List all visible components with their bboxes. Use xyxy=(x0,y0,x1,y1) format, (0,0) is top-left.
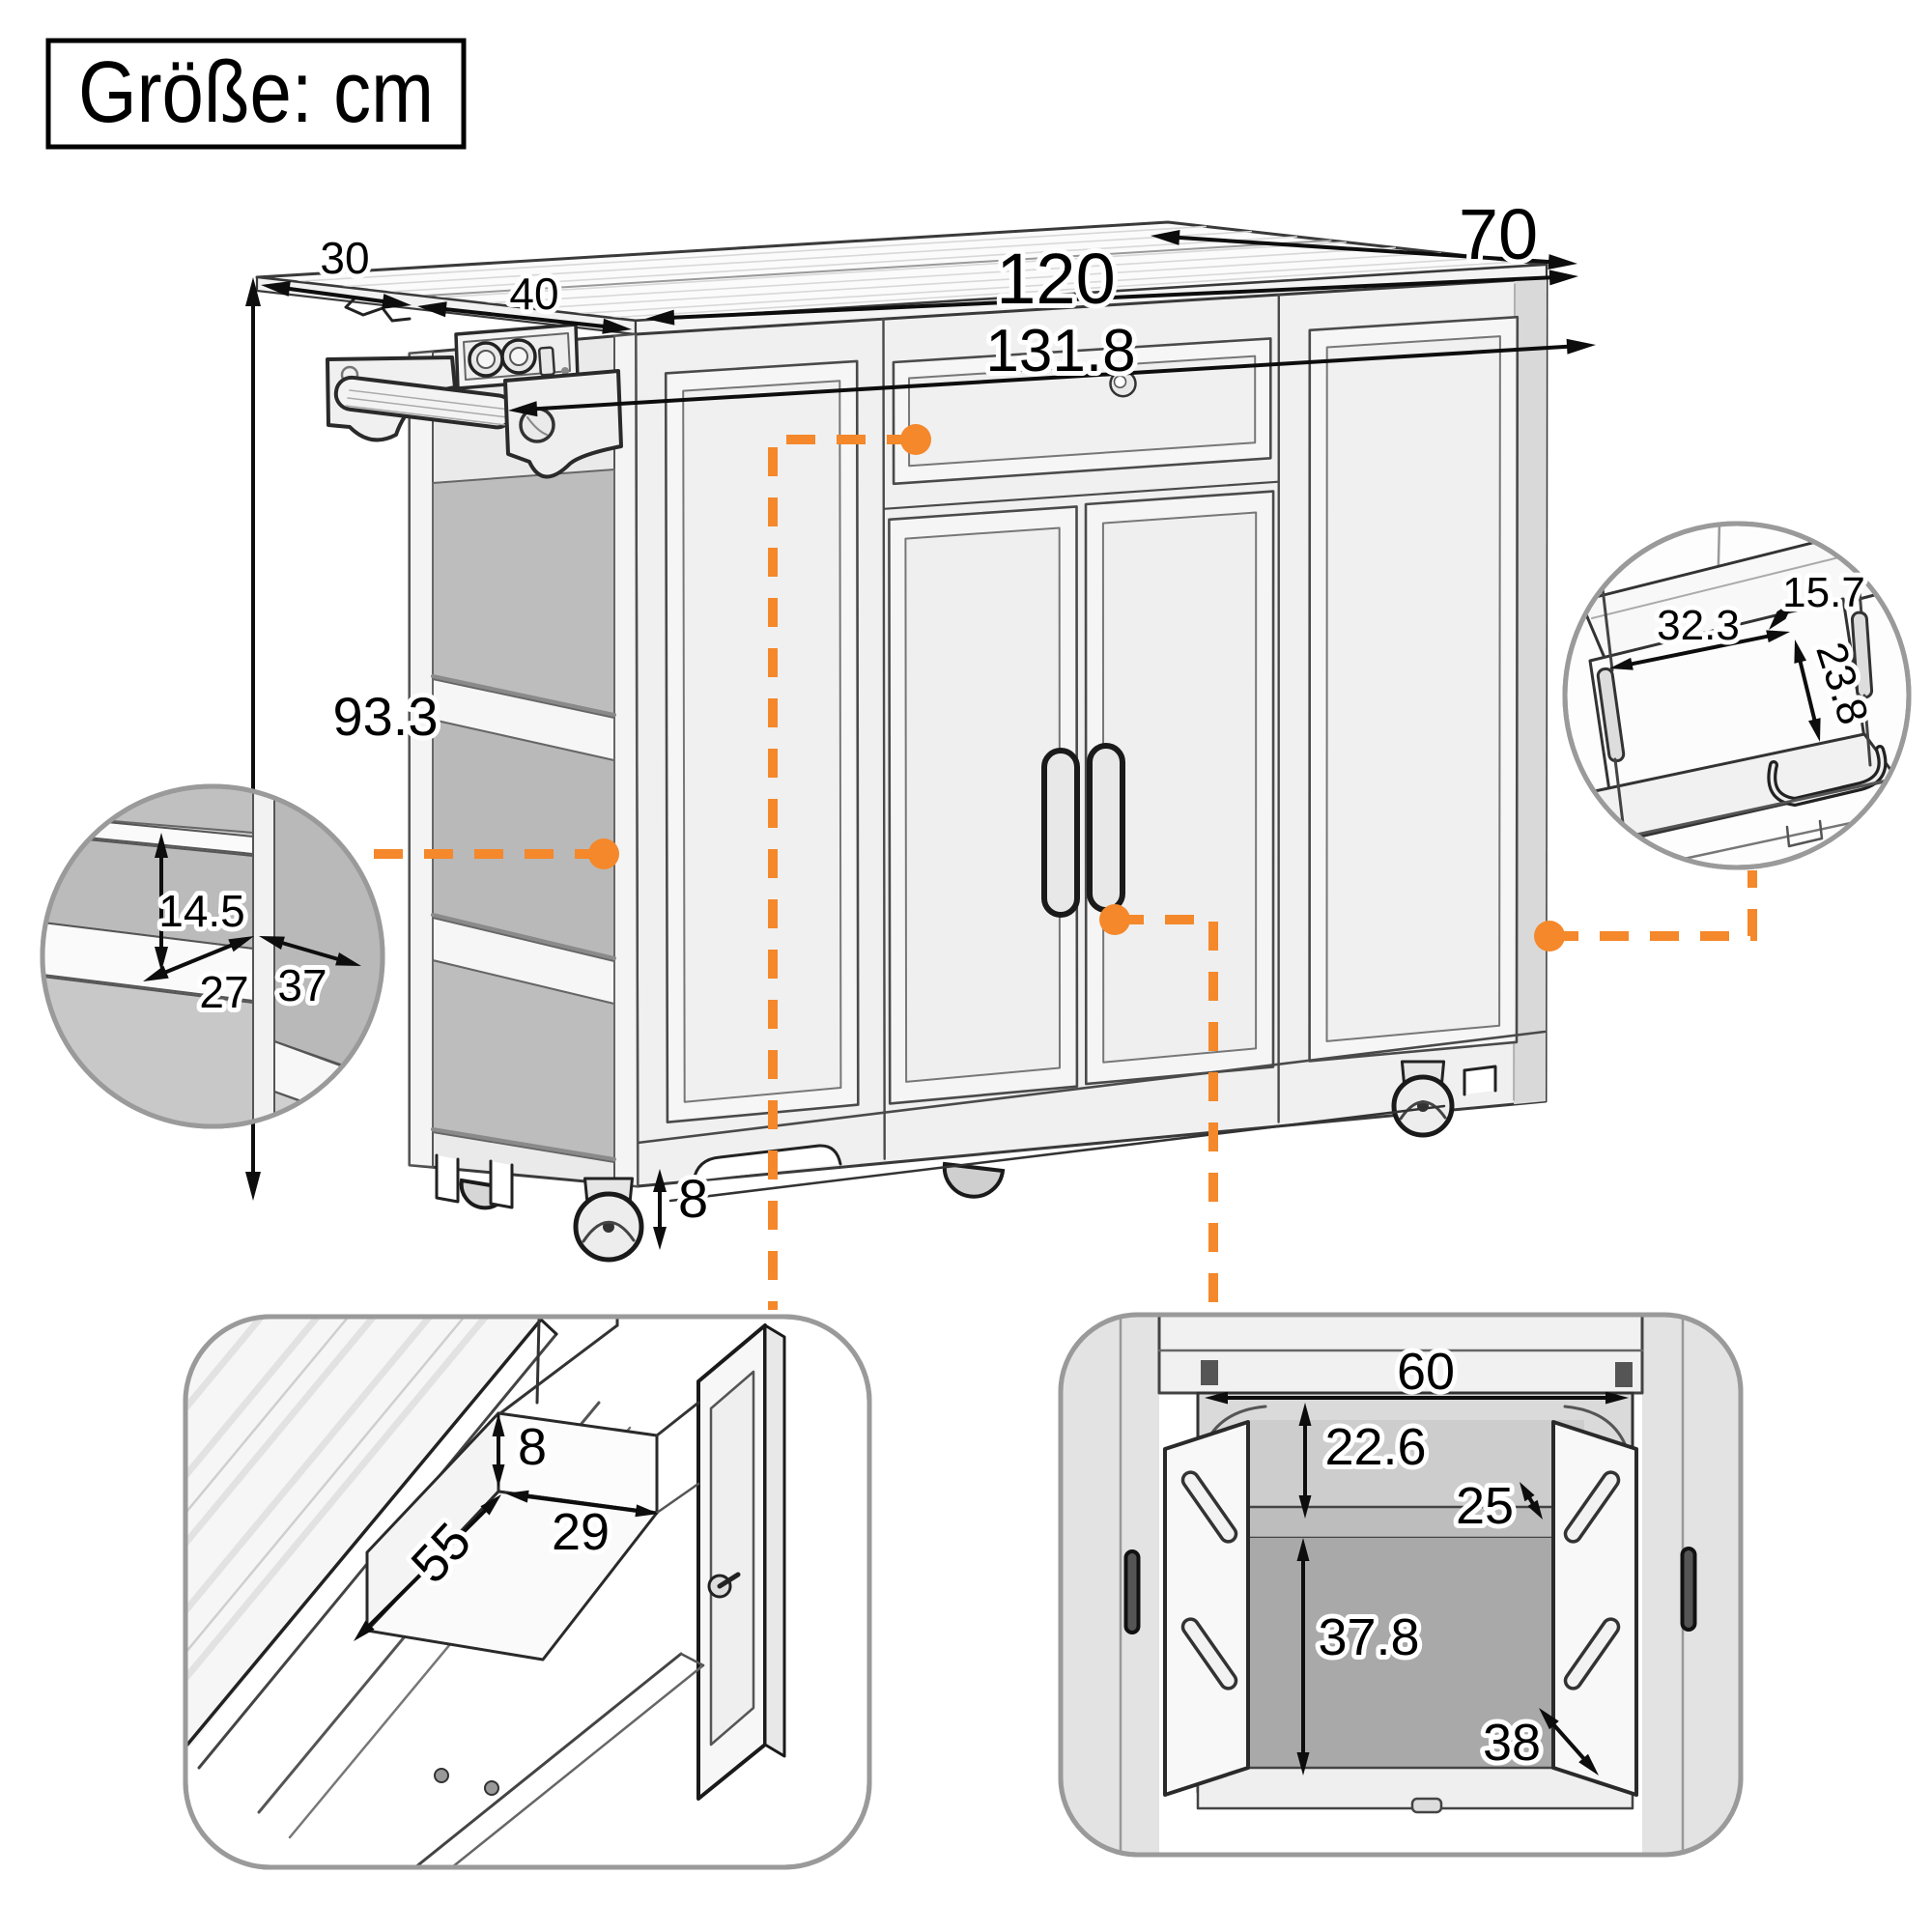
svg-text:15.7: 15.7 xyxy=(1782,569,1865,616)
svg-text:25: 25 xyxy=(1456,1477,1514,1535)
svg-text:40: 40 xyxy=(509,269,558,319)
svg-text:8: 8 xyxy=(518,1418,547,1476)
svg-text:14.5: 14.5 xyxy=(158,886,245,936)
svg-text:37.8: 37.8 xyxy=(1318,1608,1419,1666)
svg-text:27: 27 xyxy=(199,967,248,1017)
svg-text:70: 70 xyxy=(1459,194,1538,274)
svg-text:38: 38 xyxy=(1483,1714,1541,1772)
svg-text:29: 29 xyxy=(552,1503,610,1561)
svg-text:Größe: cm: Größe: cm xyxy=(78,44,434,141)
svg-text:60: 60 xyxy=(1397,1343,1455,1401)
svg-text:37: 37 xyxy=(277,960,327,1010)
svg-text:32.3: 32.3 xyxy=(1657,602,1740,649)
svg-text:8: 8 xyxy=(678,1168,708,1229)
svg-text:131.8: 131.8 xyxy=(985,318,1135,384)
svg-text:93.3: 93.3 xyxy=(333,686,439,747)
svg-text:22.6: 22.6 xyxy=(1324,1418,1426,1476)
svg-text:120: 120 xyxy=(996,239,1115,319)
svg-text:30: 30 xyxy=(320,233,369,283)
